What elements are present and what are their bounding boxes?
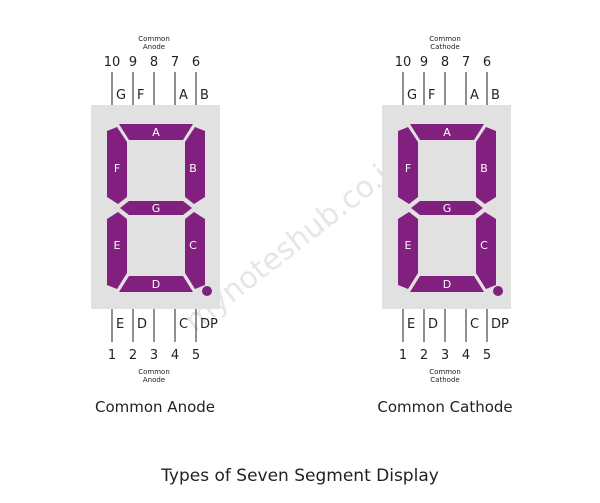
top-pin-label: A — [470, 88, 479, 103]
top-pin-label: B — [200, 88, 209, 103]
segment-f-label: F — [114, 162, 120, 175]
segment-c-label: C — [189, 239, 197, 252]
segment-g-label: G — [443, 202, 452, 215]
page-caption: Types of Seven Segment Display — [161, 466, 439, 486]
segment-e-label: E — [405, 239, 412, 252]
top-pin-number: 7 — [171, 55, 179, 70]
bottom-pin-label: DP — [200, 317, 218, 332]
top-pin-number: 9 — [129, 55, 137, 70]
segment-e — [107, 212, 127, 289]
bottom-pin-number: 1 — [108, 348, 116, 363]
segment-b-label: B — [480, 162, 488, 175]
top-pin-label: B — [491, 88, 500, 103]
top-common-label-line1: Common — [429, 35, 461, 43]
top-pin-label: F — [428, 88, 435, 103]
segment-a — [410, 124, 484, 140]
segment-g — [411, 201, 483, 215]
top-common-label-line2: Cathode — [430, 43, 459, 51]
segment-b — [476, 127, 496, 204]
top-common-label-line2: Anode — [143, 43, 165, 51]
segment-c — [476, 212, 496, 289]
segment-d-label: D — [152, 278, 160, 291]
top-pin-number: 6 — [192, 55, 200, 70]
bottom-common-label-line2: Cathode — [430, 376, 459, 384]
decimal-point — [202, 286, 212, 296]
segment-d — [119, 276, 193, 292]
bottom-pin-label: C — [470, 317, 479, 332]
top-common-label-line1: Common — [138, 35, 170, 43]
segment-f — [398, 127, 418, 204]
segment-a — [119, 124, 193, 140]
bottom-pin-label: D — [137, 317, 147, 332]
bottom-pin-number: 4 — [171, 348, 179, 363]
segment-d-label: D — [443, 278, 451, 291]
top-pin-number: 10 — [395, 55, 412, 70]
segment-a-label: A — [152, 126, 160, 139]
top-pin-number: 8 — [441, 55, 449, 70]
bottom-pin-number: 1 — [399, 348, 407, 363]
top-pin-label: G — [407, 88, 417, 103]
segment-f-label: F — [405, 162, 411, 175]
bottom-pin-number: 3 — [150, 348, 158, 363]
segment-g — [120, 201, 192, 215]
segment-e-label: E — [114, 239, 121, 252]
top-pin-number: 7 — [462, 55, 470, 70]
top-pin-number: 6 — [483, 55, 491, 70]
bottom-pin-number: 3 — [441, 348, 449, 363]
bottom-pin-number: 5 — [483, 348, 491, 363]
top-pin-label: F — [137, 88, 144, 103]
caption-common-anode: Common Anode — [94, 398, 216, 416]
bottom-pin-number: 2 — [129, 348, 137, 363]
top-pin-number: 9 — [420, 55, 428, 70]
bottom-pin-number: 4 — [462, 348, 470, 363]
segment-g-label: G — [152, 202, 161, 215]
bottom-pin-number: 2 — [420, 348, 428, 363]
segment-d — [410, 276, 484, 292]
bottom-common-label-line1: Common — [429, 368, 461, 376]
segment-c — [185, 212, 205, 289]
top-pin-number: 8 — [150, 55, 158, 70]
bottom-pin-label: E — [116, 317, 124, 332]
segment-a-label: A — [443, 126, 451, 139]
bottom-pin-label: C — [179, 317, 188, 332]
top-pin-label: A — [179, 88, 188, 103]
segment-e — [398, 212, 418, 289]
decimal-point — [493, 286, 503, 296]
segment-b-label: B — [189, 162, 197, 175]
bottom-common-label-line2: Anode — [143, 376, 165, 384]
top-pin-label: G — [116, 88, 126, 103]
bottom-pin-number: 5 — [192, 348, 200, 363]
segment-b — [185, 127, 205, 204]
segment-c-label: C — [480, 239, 488, 252]
top-pin-number: 10 — [104, 55, 121, 70]
bottom-pin-label: E — [407, 317, 415, 332]
caption-common-cathode: Common Cathode — [377, 398, 513, 416]
bottom-pin-label: DP — [491, 317, 509, 332]
bottom-common-label-line1: Common — [138, 368, 170, 376]
segment-f — [107, 127, 127, 204]
bottom-pin-label: D — [428, 317, 438, 332]
